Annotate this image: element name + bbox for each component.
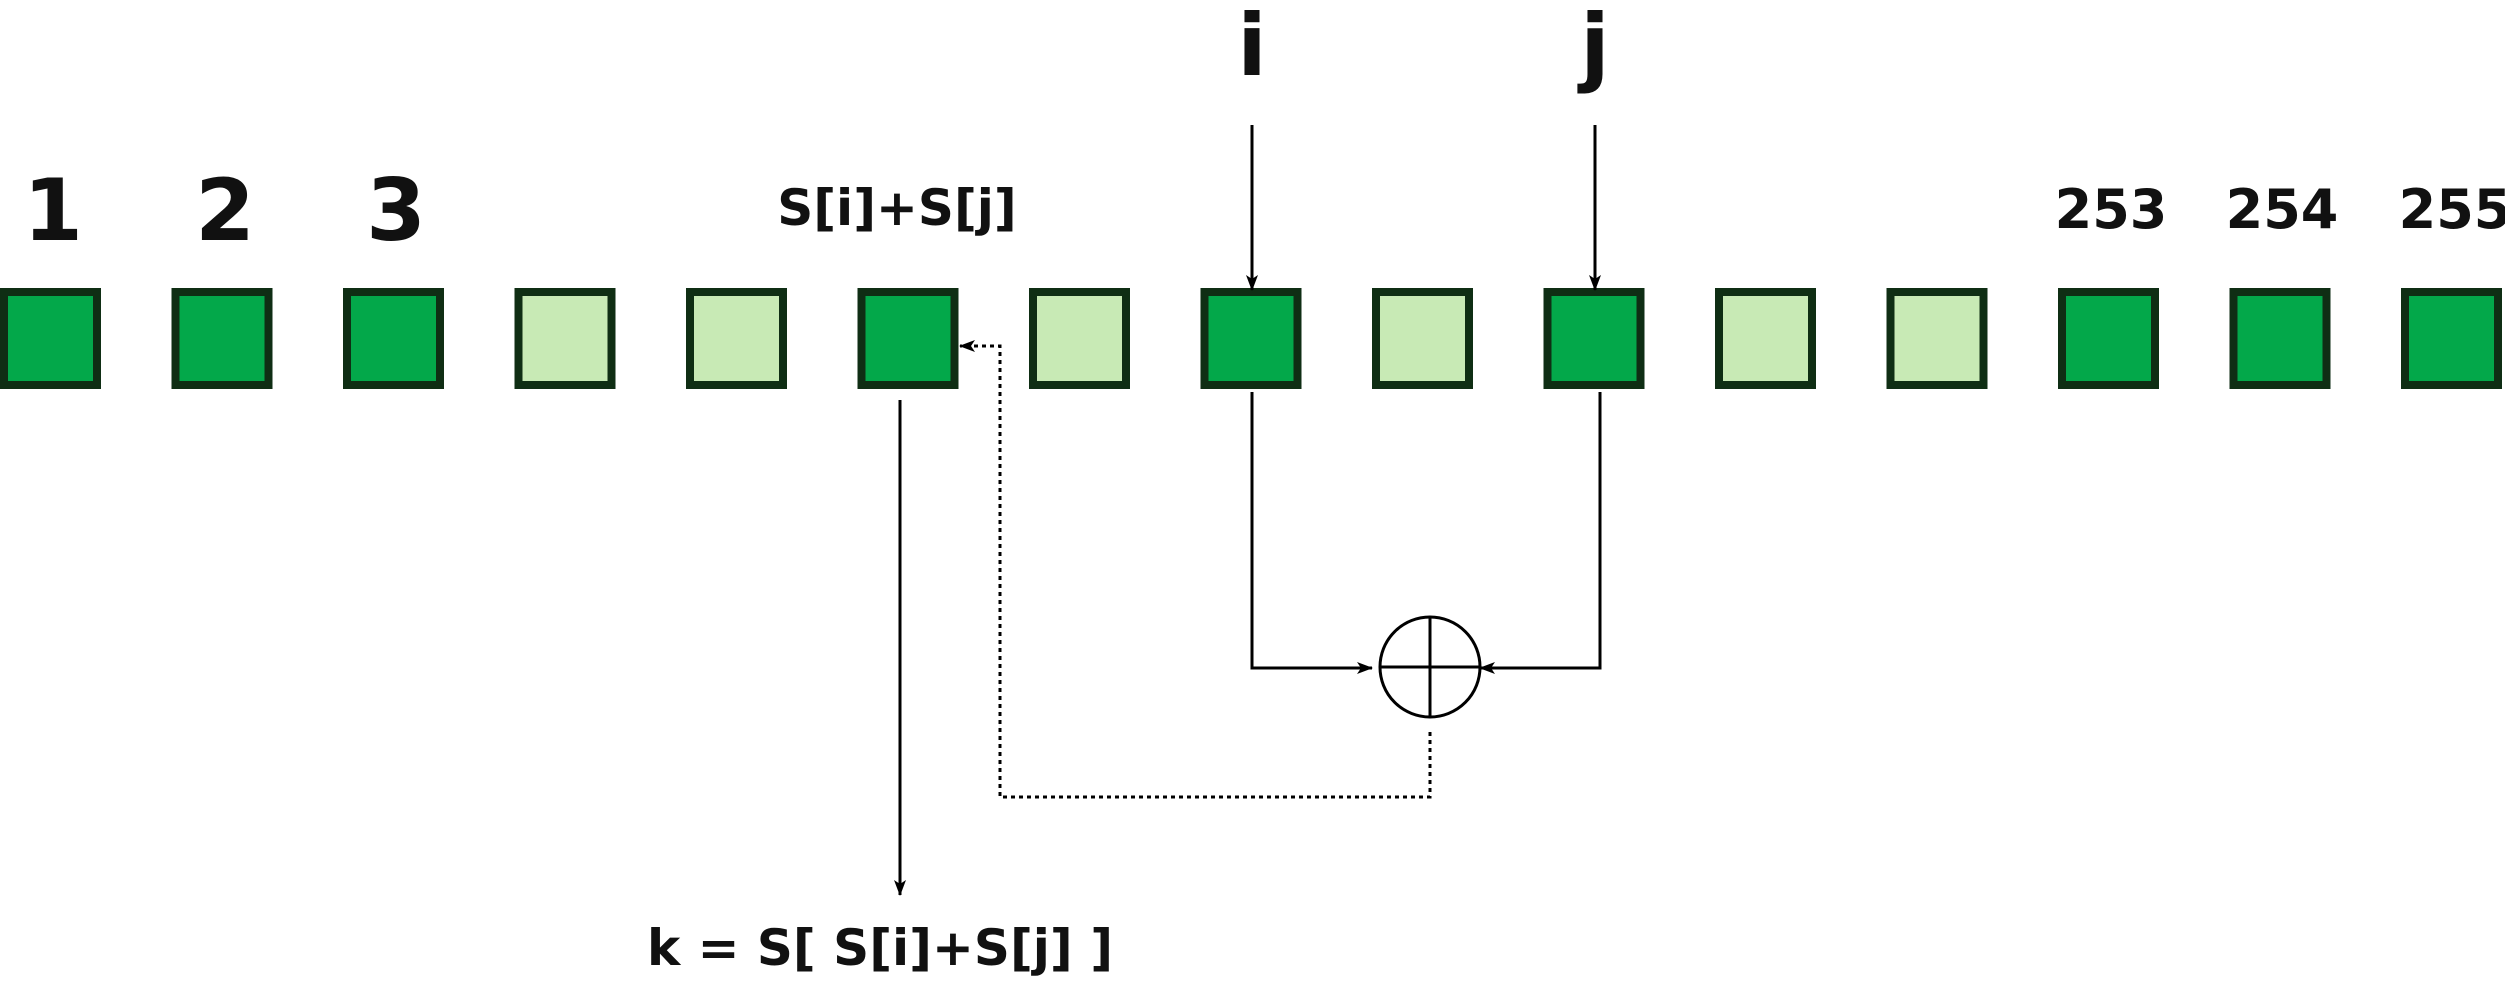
index-label-254: 254: [2226, 178, 2339, 241]
state-cell: [686, 288, 787, 389]
state-cell: [1886, 288, 1988, 389]
sum-label: S[i]+S[j]: [777, 179, 1017, 237]
state-cell: [1029, 288, 1130, 389]
state-cell: [2401, 288, 2502, 389]
state-cell: [2229, 288, 2331, 389]
si-to-adder-line: [1250, 392, 1373, 674]
state-cell: [514, 288, 616, 389]
index-label-255: 255: [2399, 178, 2505, 241]
sum-index-dotted-line: [959, 340, 1432, 799]
state-cell: [1543, 288, 1645, 389]
pointer-j-label: j: [1577, 0, 1609, 96]
state-cell: [171, 288, 273, 389]
index-label-2: 2: [195, 161, 255, 261]
index-label-253: 253: [2055, 178, 2168, 241]
state-cell: [1715, 288, 1816, 389]
state-cell: [343, 288, 444, 389]
state-cell: [1372, 288, 1473, 389]
state-cell: [0, 288, 101, 389]
adder-icon: [1378, 615, 1482, 719]
sj-to-adder-line: [1479, 392, 1602, 674]
state-cell: [857, 288, 959, 389]
state-array: [0, 288, 2502, 389]
pointer-i-label: i: [1237, 0, 1266, 96]
output-label: k = S[ S[i]+S[j] ]: [647, 919, 1113, 976]
state-cell: [1200, 288, 1302, 389]
index-label-3: 3: [366, 161, 426, 261]
state-cell: [2058, 288, 2159, 389]
index-label-1: 1: [23, 161, 83, 261]
